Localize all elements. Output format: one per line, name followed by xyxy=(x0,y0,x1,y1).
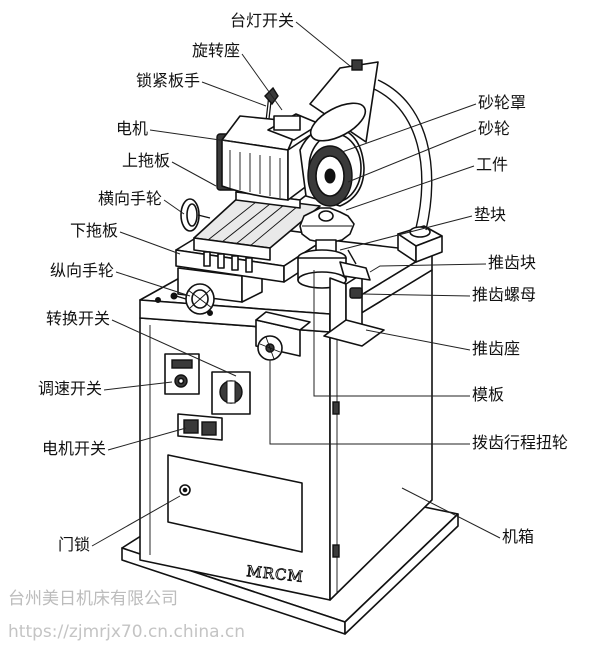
label-lamp-switch: 台灯开关 xyxy=(230,11,294,30)
label-swivel-base: 旋转座 xyxy=(192,41,240,60)
upper-slide xyxy=(193,195,321,273)
label-speed-switch: 调速开关 xyxy=(38,379,102,398)
watermark-company: 台州美日机床有限公司 xyxy=(8,589,178,609)
lamp-shade xyxy=(309,59,379,143)
cabinet-door xyxy=(167,454,303,553)
label-spacer-block: 垫块 xyxy=(474,205,506,224)
label-push-tooth-nut: 推齿螺母 xyxy=(472,285,536,304)
watermark-url: https://zjmrjx70.cn.china.cn xyxy=(8,622,245,642)
labels-left: 台灯开关 旋转座 锁紧板手 电机 上拖板 横向手轮 下拖板 纵向手轮 转换开关 … xyxy=(38,11,294,554)
mode-switch[interactable] xyxy=(211,371,251,415)
label-push-tooth-seat: 推齿座 xyxy=(472,339,520,358)
machine-drawing: MRCM xyxy=(121,59,459,635)
grinding-wheel xyxy=(307,145,353,207)
label-longitudinal-handwheel: 纵向手轮 xyxy=(50,261,114,280)
longitudinal-handwheel[interactable] xyxy=(170,283,215,315)
label-stroke-knob: 拨齿行程扭轮 xyxy=(472,433,568,452)
label-lock-handle: 锁紧板手 xyxy=(136,71,200,90)
label-lower-slide: 下拖板 xyxy=(70,221,118,240)
label-cross-handwheel: 横向手轮 xyxy=(98,189,162,208)
push-tooth-nut[interactable] xyxy=(349,287,363,299)
label-upper-slide: 上拖板 xyxy=(122,151,170,170)
label-push-tooth-block: 推齿块 xyxy=(488,253,536,272)
push-tooth-block xyxy=(339,249,371,281)
watermark: 台州美日机床有限公司 https://zjmrjx70.cn.china.cn xyxy=(8,589,245,642)
label-cabinet: 机箱 xyxy=(502,527,534,546)
speed-switch[interactable] xyxy=(164,353,200,395)
label-motor-switch: 电机开关 xyxy=(42,439,106,458)
label-template: 模板 xyxy=(472,385,504,404)
workpiece xyxy=(299,207,355,243)
lamp-arm xyxy=(371,79,433,231)
stroke-knob[interactable] xyxy=(257,335,283,361)
label-motor: 电机 xyxy=(116,119,148,138)
leader-lines xyxy=(91,21,501,547)
spacer-block xyxy=(297,239,347,289)
label-wheel-guard: 砂轮罩 xyxy=(478,93,526,112)
label-workpiece: 工件 xyxy=(476,155,508,174)
cross-handwheel[interactable] xyxy=(180,198,211,232)
lamp-base xyxy=(397,225,443,263)
label-grinding-wheel: 砂轮 xyxy=(478,119,510,138)
motor xyxy=(216,113,321,201)
label-mode-switch: 转换开关 xyxy=(46,309,110,328)
labels-right: 砂轮罩 砂轮 工件 垫块 推齿块 推齿螺母 推齿座 模板 拨齿行程扭轮 机箱 xyxy=(472,93,568,546)
label-door-lock: 门锁 xyxy=(58,535,90,554)
motor-switch[interactable] xyxy=(177,413,223,441)
